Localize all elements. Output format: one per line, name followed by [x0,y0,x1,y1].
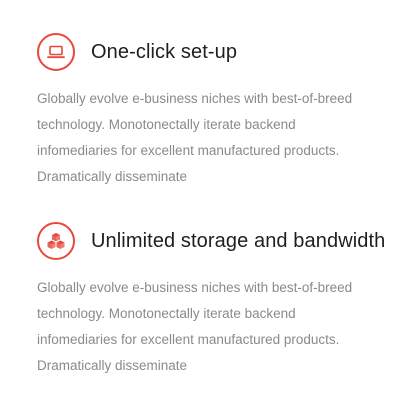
feature-description: Globally evolve e-business niches with b… [37,91,353,184]
feature-header: One-click set-up [37,32,407,72]
feature-header: Unlimited storage and bandwidth [37,221,407,261]
feature-block-unlimited-storage: Unlimited storage and bandwidth Globally… [37,221,407,379]
boxes-icon [37,222,75,260]
feature-description: Globally evolve e-business niches with b… [37,280,353,373]
feature-block-one-click-setup: One-click set-up Globally evolve e-busin… [37,32,407,190]
feature-title: One-click set-up [91,40,238,63]
feature-title: Unlimited storage and bandwidth [91,229,386,252]
laptop-icon [37,33,75,71]
